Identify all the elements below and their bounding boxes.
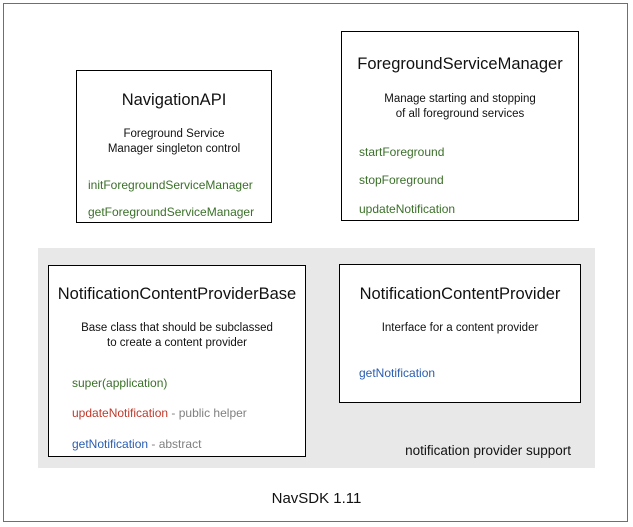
class-member[interactable]: stopForeground [359,173,578,187]
class-description: Manage starting and stopping of all fore… [342,92,578,123]
class-member[interactable]: getForegroundServiceManager [88,205,271,219]
class-member-list: getNotification [340,366,580,380]
class-description: Foreground Service Manager singleton con… [77,127,271,158]
member-note: - abstract [148,436,202,451]
class-description-line-1: Interface for a content provider [381,321,539,334]
class-member[interactable]: updateNotification - public helper [72,406,305,420]
class-box-navigation-api[interactable]: NavigationAPI Foreground Service Manager… [76,70,272,223]
member-name: stopForeground [359,173,444,188]
class-description-line-2: of all foreground services [395,108,525,121]
group-label: notification provider support [405,443,571,458]
class-description: Base class that should be subclassed to … [49,321,305,352]
class-box-notification-content-provider[interactable]: NotificationContentProvider Interface fo… [339,264,581,403]
member-name: super(application) [72,375,168,390]
class-member[interactable]: startForeground [359,145,578,159]
class-description-line-2: to create a content provider [107,337,247,350]
diagram-caption: NavSDK 1.11 [271,490,362,507]
class-description-line-1: Foreground Service [123,127,225,140]
class-description-line-1: Base class that should be subclassed [81,321,273,334]
class-description-line-1: Manage starting and stopping [384,92,536,105]
class-member[interactable]: getNotification - abstract [72,437,305,451]
class-title: ForegroundServiceManager [357,55,563,73]
class-member[interactable]: initForegroundServiceManager [88,178,271,192]
member-note: - public helper [168,406,247,421]
class-title: NotificationContentProvider [359,285,561,303]
class-description: Interface for a content provider [340,321,580,337]
class-box-foreground-service-manager[interactable]: ForegroundServiceManager Manage starting… [341,31,579,221]
class-title: NotificationContentProviderBase [57,285,297,303]
member-name: startForeground [359,144,445,159]
class-member[interactable]: super(application) [72,376,305,390]
class-member-list: startForeground stopForeground updateNot… [342,145,578,216]
class-member-list: super(application) updateNotification - … [49,376,305,451]
class-box-notification-content-provider-base[interactable]: NotificationContentProviderBase Base cla… [48,265,306,457]
member-name: getForegroundServiceManager [88,205,255,220]
class-title: NavigationAPI [121,91,227,109]
member-name: updateNotification [359,201,456,216]
diagram-outer-frame [3,3,628,522]
member-name: getNotification [359,366,436,381]
class-member-list: initForegroundServiceManager getForegrou… [77,178,271,220]
class-member[interactable]: getNotification [359,366,580,380]
member-name: initForegroundServiceManager [88,177,253,192]
member-name: updateNotification [72,406,169,421]
member-name: getNotification [72,436,149,451]
class-member[interactable]: updateNotification [359,202,578,216]
class-description-line-2: Manager singleton control [107,143,241,156]
